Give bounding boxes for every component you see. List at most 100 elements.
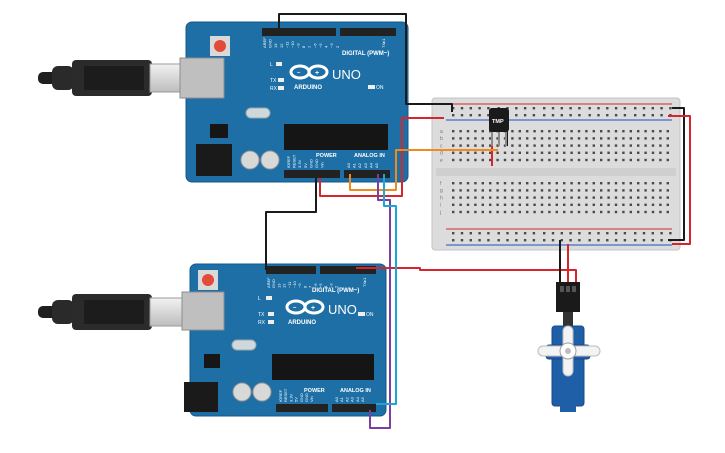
wire-purple-a4[interactable] — [369, 174, 391, 429]
pin-label: ~3 — [329, 43, 334, 48]
pin-label: A2 — [344, 396, 349, 402]
led-tx-2 — [268, 312, 274, 316]
pin-label: 8 — [302, 285, 307, 288]
led-l-1 — [276, 62, 282, 66]
bottom-rail-holes — [452, 232, 672, 242]
led-tx-1 — [278, 78, 284, 82]
usb-cable-1[interactable] — [38, 60, 185, 96]
pin-label: A1 — [352, 162, 357, 168]
row-letter: g — [440, 188, 443, 194]
top-rail-holes — [452, 107, 672, 117]
pin-label: ~6 — [312, 43, 317, 48]
pin-label: RESET — [283, 388, 288, 402]
row-letter: a — [440, 129, 443, 135]
led-rx-label-1: RX — [270, 86, 278, 92]
pin-label: 12 — [282, 283, 287, 288]
arduino-logo-2: – + — [285, 299, 325, 315]
row-letter: j — [439, 210, 441, 216]
row-letter: i — [440, 203, 441, 209]
svg-text:+: + — [315, 70, 319, 77]
analog-label-1: ANALOG IN — [354, 153, 385, 159]
on-led-2 — [358, 312, 365, 316]
pin-label: ~10 — [290, 40, 295, 48]
wire-red-5v-1[interactable] — [319, 117, 444, 197]
pin-label: 2 — [335, 45, 340, 48]
pin-label: 2 — [334, 285, 339, 288]
wire-orange-a0[interactable] — [349, 149, 498, 191]
pin-label: AREF — [262, 37, 267, 48]
reset-button-2[interactable] — [198, 270, 218, 290]
pin-label: 7 — [307, 45, 312, 48]
model-label-2: UNO — [328, 302, 357, 317]
servo-horn[interactable] — [537, 325, 601, 377]
pin-label: ~9 — [296, 43, 301, 48]
pin-label: 3.3V — [297, 159, 302, 168]
led-rx-2 — [268, 320, 274, 324]
wire-cyan-a5[interactable] — [376, 174, 397, 405]
on-label-2: ON — [366, 312, 374, 318]
reset-button-1[interactable] — [210, 36, 230, 56]
pin-label: GND — [304, 393, 309, 402]
pin-label: ~3 — [328, 283, 333, 288]
pin-label: 13 — [276, 283, 281, 288]
wire-black-gnd-top[interactable] — [278, 13, 453, 112]
pin-label: IOREF — [286, 155, 291, 168]
microcontroller-chip-2 — [272, 354, 374, 380]
digital-header-label-2: DIGITAL (PWM~) — [312, 288, 359, 294]
pin-label: ~10 — [292, 280, 297, 288]
led-l-label-1: L — [270, 62, 273, 68]
pin-label: ~6 — [313, 283, 318, 288]
wires[interactable] — [265, 13, 691, 429]
pin-label: A0 — [346, 162, 351, 168]
led-tx-label-1: TX — [270, 78, 277, 84]
pin-label: IOREF — [278, 389, 283, 402]
wire-black-gnd-link[interactable] — [265, 178, 317, 270]
servo-motor[interactable] — [537, 282, 601, 412]
pin-label: GND — [308, 159, 313, 168]
pin-label: AREF — [266, 277, 271, 288]
led-tx-label-2: TX — [258, 312, 265, 318]
wire-red-servo-signal[interactable] — [356, 267, 577, 282]
row-letter: e — [440, 158, 443, 164]
pin-label: A0 — [334, 396, 339, 402]
pin-label: GND — [271, 279, 276, 288]
pin-label: Vin — [309, 396, 314, 402]
tmp-sensor[interactable]: TMP — [489, 108, 509, 146]
microcontroller-chip-1 — [284, 124, 388, 150]
pin-label: ~5 — [318, 283, 323, 288]
pin-label: 4 — [323, 285, 328, 288]
row-letter: b — [440, 136, 443, 142]
pin-label: 13 — [273, 43, 278, 48]
wire-black-rail[interactable] — [668, 107, 685, 241]
pin-label: A5 — [360, 396, 365, 402]
pin-label: RESET — [292, 154, 297, 168]
pin-label: 5V — [294, 397, 299, 402]
led-l-label-2: L — [258, 296, 261, 302]
usb-cable-2[interactable] — [38, 294, 185, 330]
pin-label: ~11 — [287, 281, 292, 288]
pin-label: A1 — [339, 396, 344, 402]
led-l-2 — [266, 296, 272, 300]
pin-label: A3 — [363, 162, 368, 168]
svg-text:+: + — [311, 305, 315, 312]
tx-label-1: TX▸1 — [381, 38, 386, 48]
pin-label: 5V — [303, 163, 308, 168]
pin-label: ~11 — [284, 41, 289, 48]
wire-red-rail[interactable] — [668, 115, 691, 245]
row-letter: d — [440, 151, 443, 157]
svg-text:–: – — [293, 305, 297, 311]
pin-label: A3 — [350, 396, 355, 402]
pin-label: ~5 — [318, 43, 323, 48]
svg-text:–: – — [297, 70, 301, 76]
